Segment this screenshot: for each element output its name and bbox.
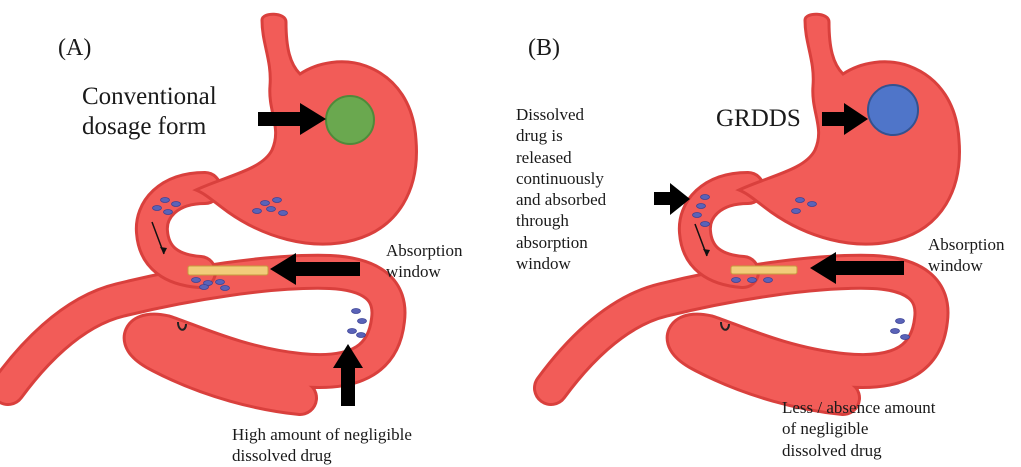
residual-line-2: dissolved drug bbox=[232, 445, 412, 466]
residual-line-3: dissolved drug bbox=[782, 440, 935, 461]
release-line: continuously bbox=[516, 168, 606, 189]
absorption-line-2: window bbox=[928, 255, 1005, 276]
release-line: drug is bbox=[516, 125, 606, 146]
panel-b-label: (B) bbox=[528, 34, 560, 62]
release-line: window bbox=[516, 253, 606, 274]
residual-line-1: High amount of negligible bbox=[232, 424, 412, 445]
panel-a-residual-label: High amount of negligible dissolved drug bbox=[232, 424, 412, 467]
residual-line-2: of negligible bbox=[782, 418, 935, 439]
dosage-form-line-1: Conventional bbox=[82, 82, 217, 112]
release-line: and absorbed bbox=[516, 189, 606, 210]
panel-a-label: (A) bbox=[58, 34, 91, 62]
release-line: absorption bbox=[516, 232, 606, 253]
absorption-line-1: Absorption bbox=[928, 234, 1005, 255]
panel-b-residual-label: Less / absence amount of negligible diss… bbox=[782, 397, 935, 461]
conventional-tablet bbox=[326, 96, 374, 144]
conventional-dosage-form-label: Conventional dosage form bbox=[82, 82, 217, 142]
absorption-line-2: window bbox=[386, 261, 463, 282]
panel-b-gi-tract bbox=[551, 14, 959, 398]
panel-a-gi-tract bbox=[8, 14, 416, 398]
release-line: through bbox=[516, 210, 606, 231]
release-line: released bbox=[516, 147, 606, 168]
panel-b-absorption-window-label: Absorption window bbox=[928, 234, 1005, 277]
release-line: Dissolved bbox=[516, 104, 606, 125]
panel-b-absorption-window bbox=[731, 266, 797, 274]
panel-a-absorption-window bbox=[188, 266, 268, 275]
absorption-line-1: Absorption bbox=[386, 240, 463, 261]
grdds-label: GRDDS bbox=[716, 104, 801, 134]
dosage-form-line-2: dosage form bbox=[82, 112, 217, 142]
panel-a-absorption-window-label: Absorption window bbox=[386, 240, 463, 283]
grdds-tablet bbox=[868, 85, 918, 135]
release-description: Dissolved drug is released continuously … bbox=[516, 104, 606, 274]
residual-line-1: Less / absence amount bbox=[782, 397, 935, 418]
